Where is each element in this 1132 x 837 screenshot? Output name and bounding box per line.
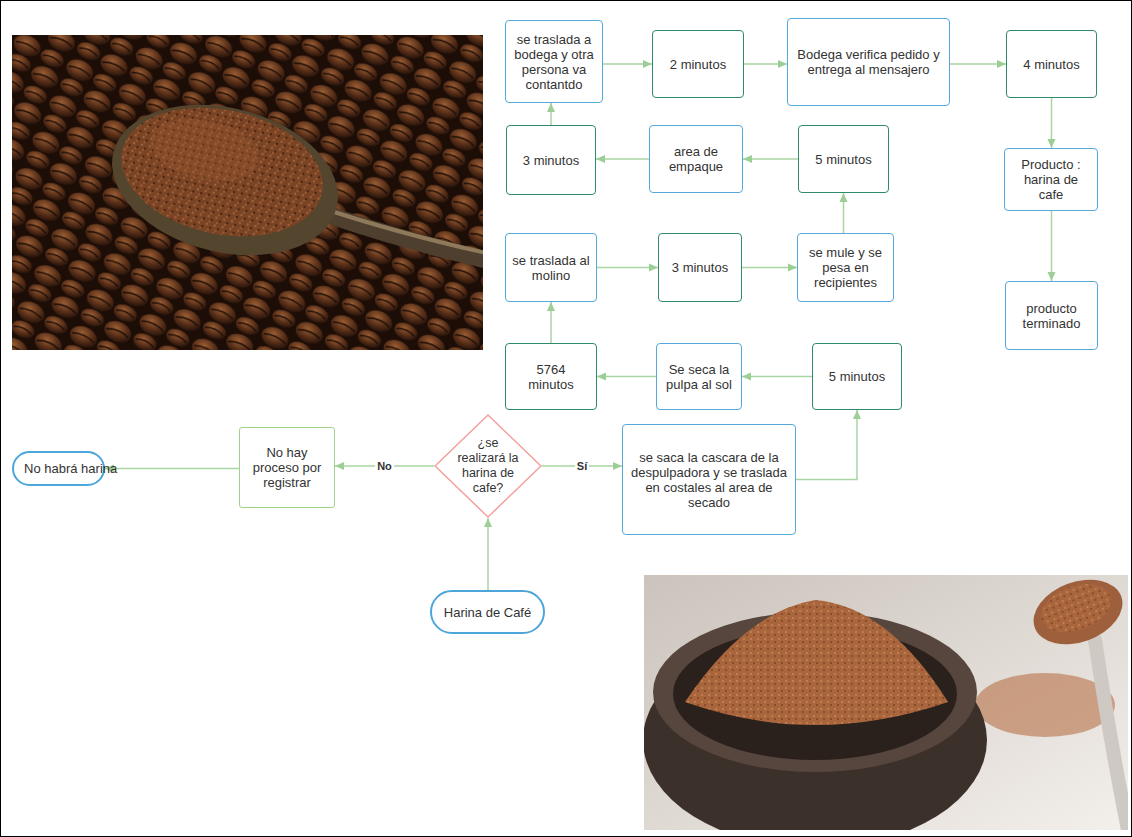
process-box: se traslada a bodega y otra persona va c… [505,20,603,103]
node-text: area de empaque [656,144,736,174]
node-text: Harina de Café [444,605,531,620]
flow-arrow [843,193,845,233]
node-text: se saca la cascara de la despulpadora y … [629,450,789,510]
node-text: 3 minutos [672,260,728,275]
flow-arrow [742,376,812,378]
process-box: area de empaque [649,125,743,193]
node-text: 5764 minutos [512,362,590,392]
time-box: 5 minutos [812,343,902,410]
time-box: 3 minutos [506,125,596,195]
node-text: Se seca la pulpa al sol [663,362,735,392]
process-box: se traslada al molino [505,233,597,302]
flow-arrow [796,410,857,480]
process-box: producto terminado [1005,281,1098,350]
node-text: se mule y se pesa en recipientes [804,245,887,290]
node-text: Producto : harina de cafe [1011,157,1091,202]
node-text: 4 minutos [1023,57,1079,72]
node-text: ¿se realizará la harina de cafe? [456,436,520,496]
flow-arrow [550,302,552,343]
flow-arrow [550,103,552,125]
process-box: Bodega verifica pedido y entrega al mens… [787,18,950,106]
flow-arrow [742,267,797,269]
node-text: No hay proceso por registrar [246,445,328,490]
process-box: se mule y se pesa en recipientes [797,233,894,302]
node-text: No habrá harina [24,461,93,476]
terminal-box: Harina de Café [430,590,545,634]
time-box: 3 minutos [658,233,742,302]
node-text: producto terminado [1012,301,1091,331]
node-text: 3 minutos [523,153,579,168]
flow-arrow [603,63,652,65]
process-box: Producto : harina de cafe [1004,148,1098,211]
flow-arrow [597,376,656,378]
flow-arrow [743,158,798,160]
flow-arrow [105,468,239,470]
edge-label: No [375,460,394,473]
flow-arrow [950,63,1006,65]
process-box: Se seca la pulpa al sol [656,343,742,410]
flow-arrow [1051,98,1053,148]
node-text: se traslada al molino [512,253,590,283]
flow-arrow [744,63,787,65]
time-box: 4 minutos [1006,30,1097,98]
edge-label: Sí [575,460,589,473]
flow-arrow [597,267,658,269]
coffee-powder-photo [644,575,1128,830]
flow-arrow [1051,211,1053,281]
node-text: 5 minutos [829,369,885,384]
node-text: se traslada a bodega y otra persona va c… [512,32,596,92]
time-box: 5 minutos [798,125,889,193]
process-box: se saca la cascara de la despulpadora y … [622,424,796,535]
time-box: 2 minutos [652,30,744,98]
flow-arrow [596,158,649,160]
terminal-box: No habrá harina [12,451,105,486]
decision-diamond: ¿se realizará la harina de cafe? [434,414,542,518]
note-box: No hay proceso por registrar [239,427,335,508]
time-box: 5764 minutos [505,343,597,410]
flow-arrow [487,518,489,590]
node-text: 2 minutos [670,57,726,72]
node-text: Bodega verifica pedido y entrega al mens… [794,47,943,77]
node-text: 5 minutos [815,152,871,167]
coffee-beans-photo [12,35,483,350]
